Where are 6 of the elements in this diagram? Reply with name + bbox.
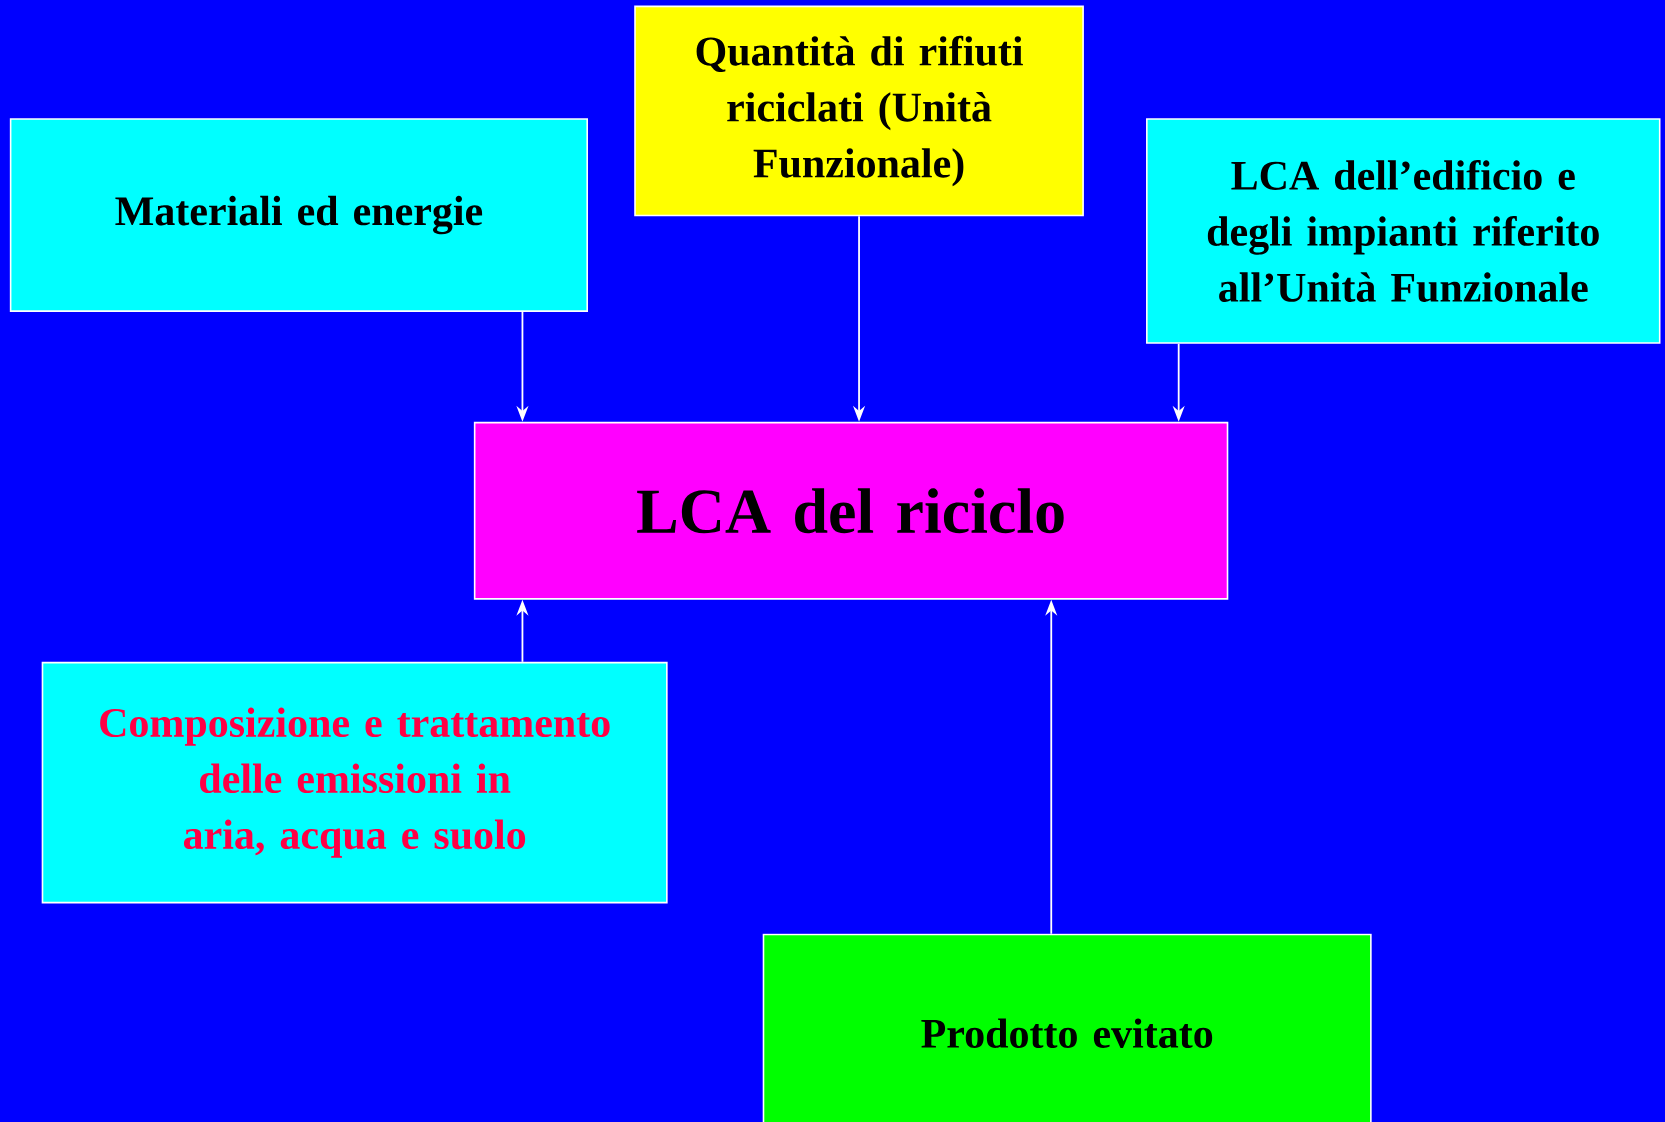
text-box: Quantità di rifiuti riciclati (Unità Funzionale) (634, 5, 1084, 217)
text-box: Composizione e trattamento delle emissioni in aria, acqua e suolo (41, 661, 668, 904)
text-box: Materiali ed energie (9, 117, 588, 312)
text-box: LCA dell’edificio e degli impianti riferito all’Unità Funzionale (1146, 117, 1661, 344)
text-box: LCA del riciclo (473, 421, 1229, 600)
text-box: Prodotto evitato (762, 933, 1372, 1122)
